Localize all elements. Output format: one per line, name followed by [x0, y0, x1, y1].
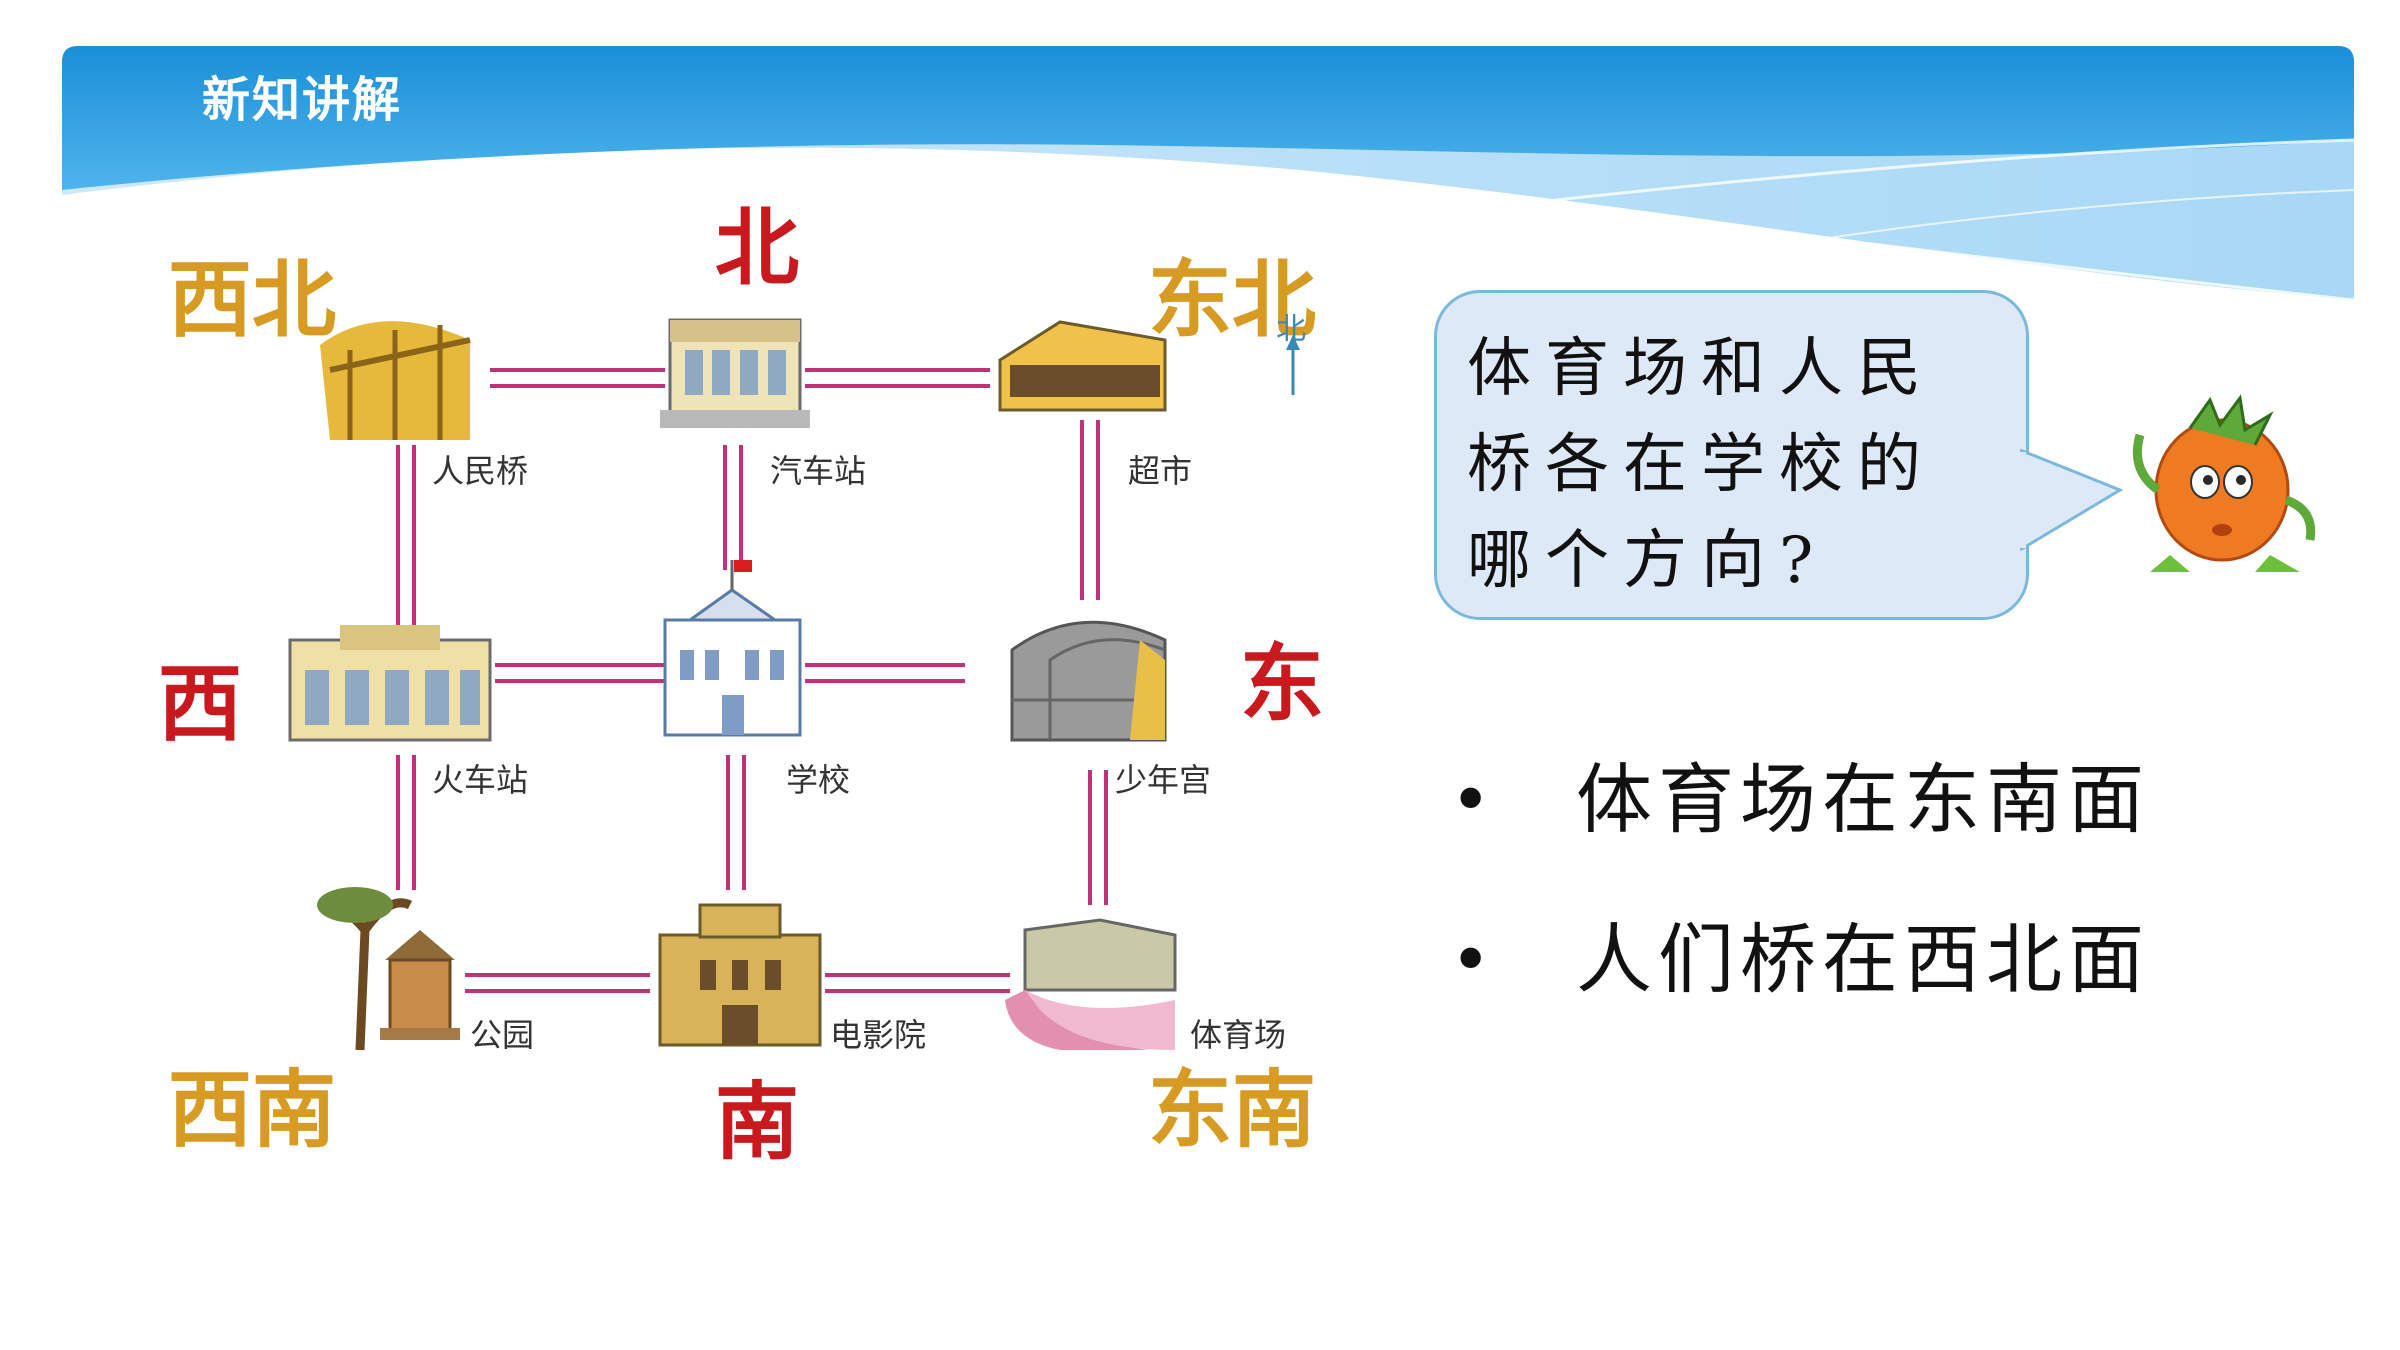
direction-south: 南	[715, 1073, 800, 1171]
direction-northeast: 东北	[1148, 251, 1317, 349]
label-people-bridge: 人民桥	[432, 452, 529, 490]
label-park: 公园	[470, 1016, 535, 1054]
label-train-station: 火车站	[432, 761, 529, 799]
answer-text: 体育场在东南面	[1576, 755, 2150, 844]
label-bus-station: 汽车站	[770, 452, 867, 490]
direction-east: 东	[1240, 635, 1325, 733]
road-lines	[396, 368, 1108, 993]
speech-bubble-tail	[2020, 448, 2124, 552]
answer-item: • 人们桥在西北面	[1450, 880, 2250, 1040]
direction-map	[288, 318, 1300, 1051]
park-building	[317, 887, 460, 1051]
tomato-mascot-icon	[2132, 394, 2316, 572]
label-supermarket: 超市	[1128, 452, 1193, 490]
label-school: 学校	[786, 761, 851, 799]
direction-southwest: 西南	[168, 1061, 337, 1159]
label-stadium: 体育场	[1190, 1016, 1287, 1054]
train-station-building	[288, 625, 492, 742]
people-bridge-building	[320, 321, 471, 440]
bus-station-building	[660, 318, 810, 428]
label-cinema: 电影院	[830, 1016, 927, 1054]
direction-northwest: 西北	[168, 251, 337, 349]
label-youth-palace: 少年宫	[1115, 761, 1212, 799]
page-title: 新知讲解	[202, 72, 403, 128]
direction-north: 北	[715, 199, 800, 297]
cinema-building	[658, 903, 822, 1047]
direction-southeast: 东南	[1148, 1061, 1317, 1159]
answer-item: • 体育场在东南面	[1450, 720, 2250, 880]
answer-text: 人们桥在西北面	[1576, 915, 2150, 1004]
school-building	[663, 560, 802, 737]
bullet-icon: •	[1450, 919, 1498, 1001]
supermarket-building	[998, 320, 1167, 412]
direction-west: 西	[158, 655, 243, 753]
speech-bubble: 体育场和人民桥各在学校的哪个方向?	[1434, 290, 2029, 620]
bullet-icon: •	[1450, 759, 1498, 841]
youth-palace-building	[1010, 620, 1167, 742]
stadium-building	[1005, 918, 1177, 1050]
answer-list: • 体育场在东南面 • 人们桥在西北面	[1450, 720, 2250, 1040]
compass-mark: 北	[1276, 312, 1306, 347]
header-banner	[62, 46, 2355, 302]
